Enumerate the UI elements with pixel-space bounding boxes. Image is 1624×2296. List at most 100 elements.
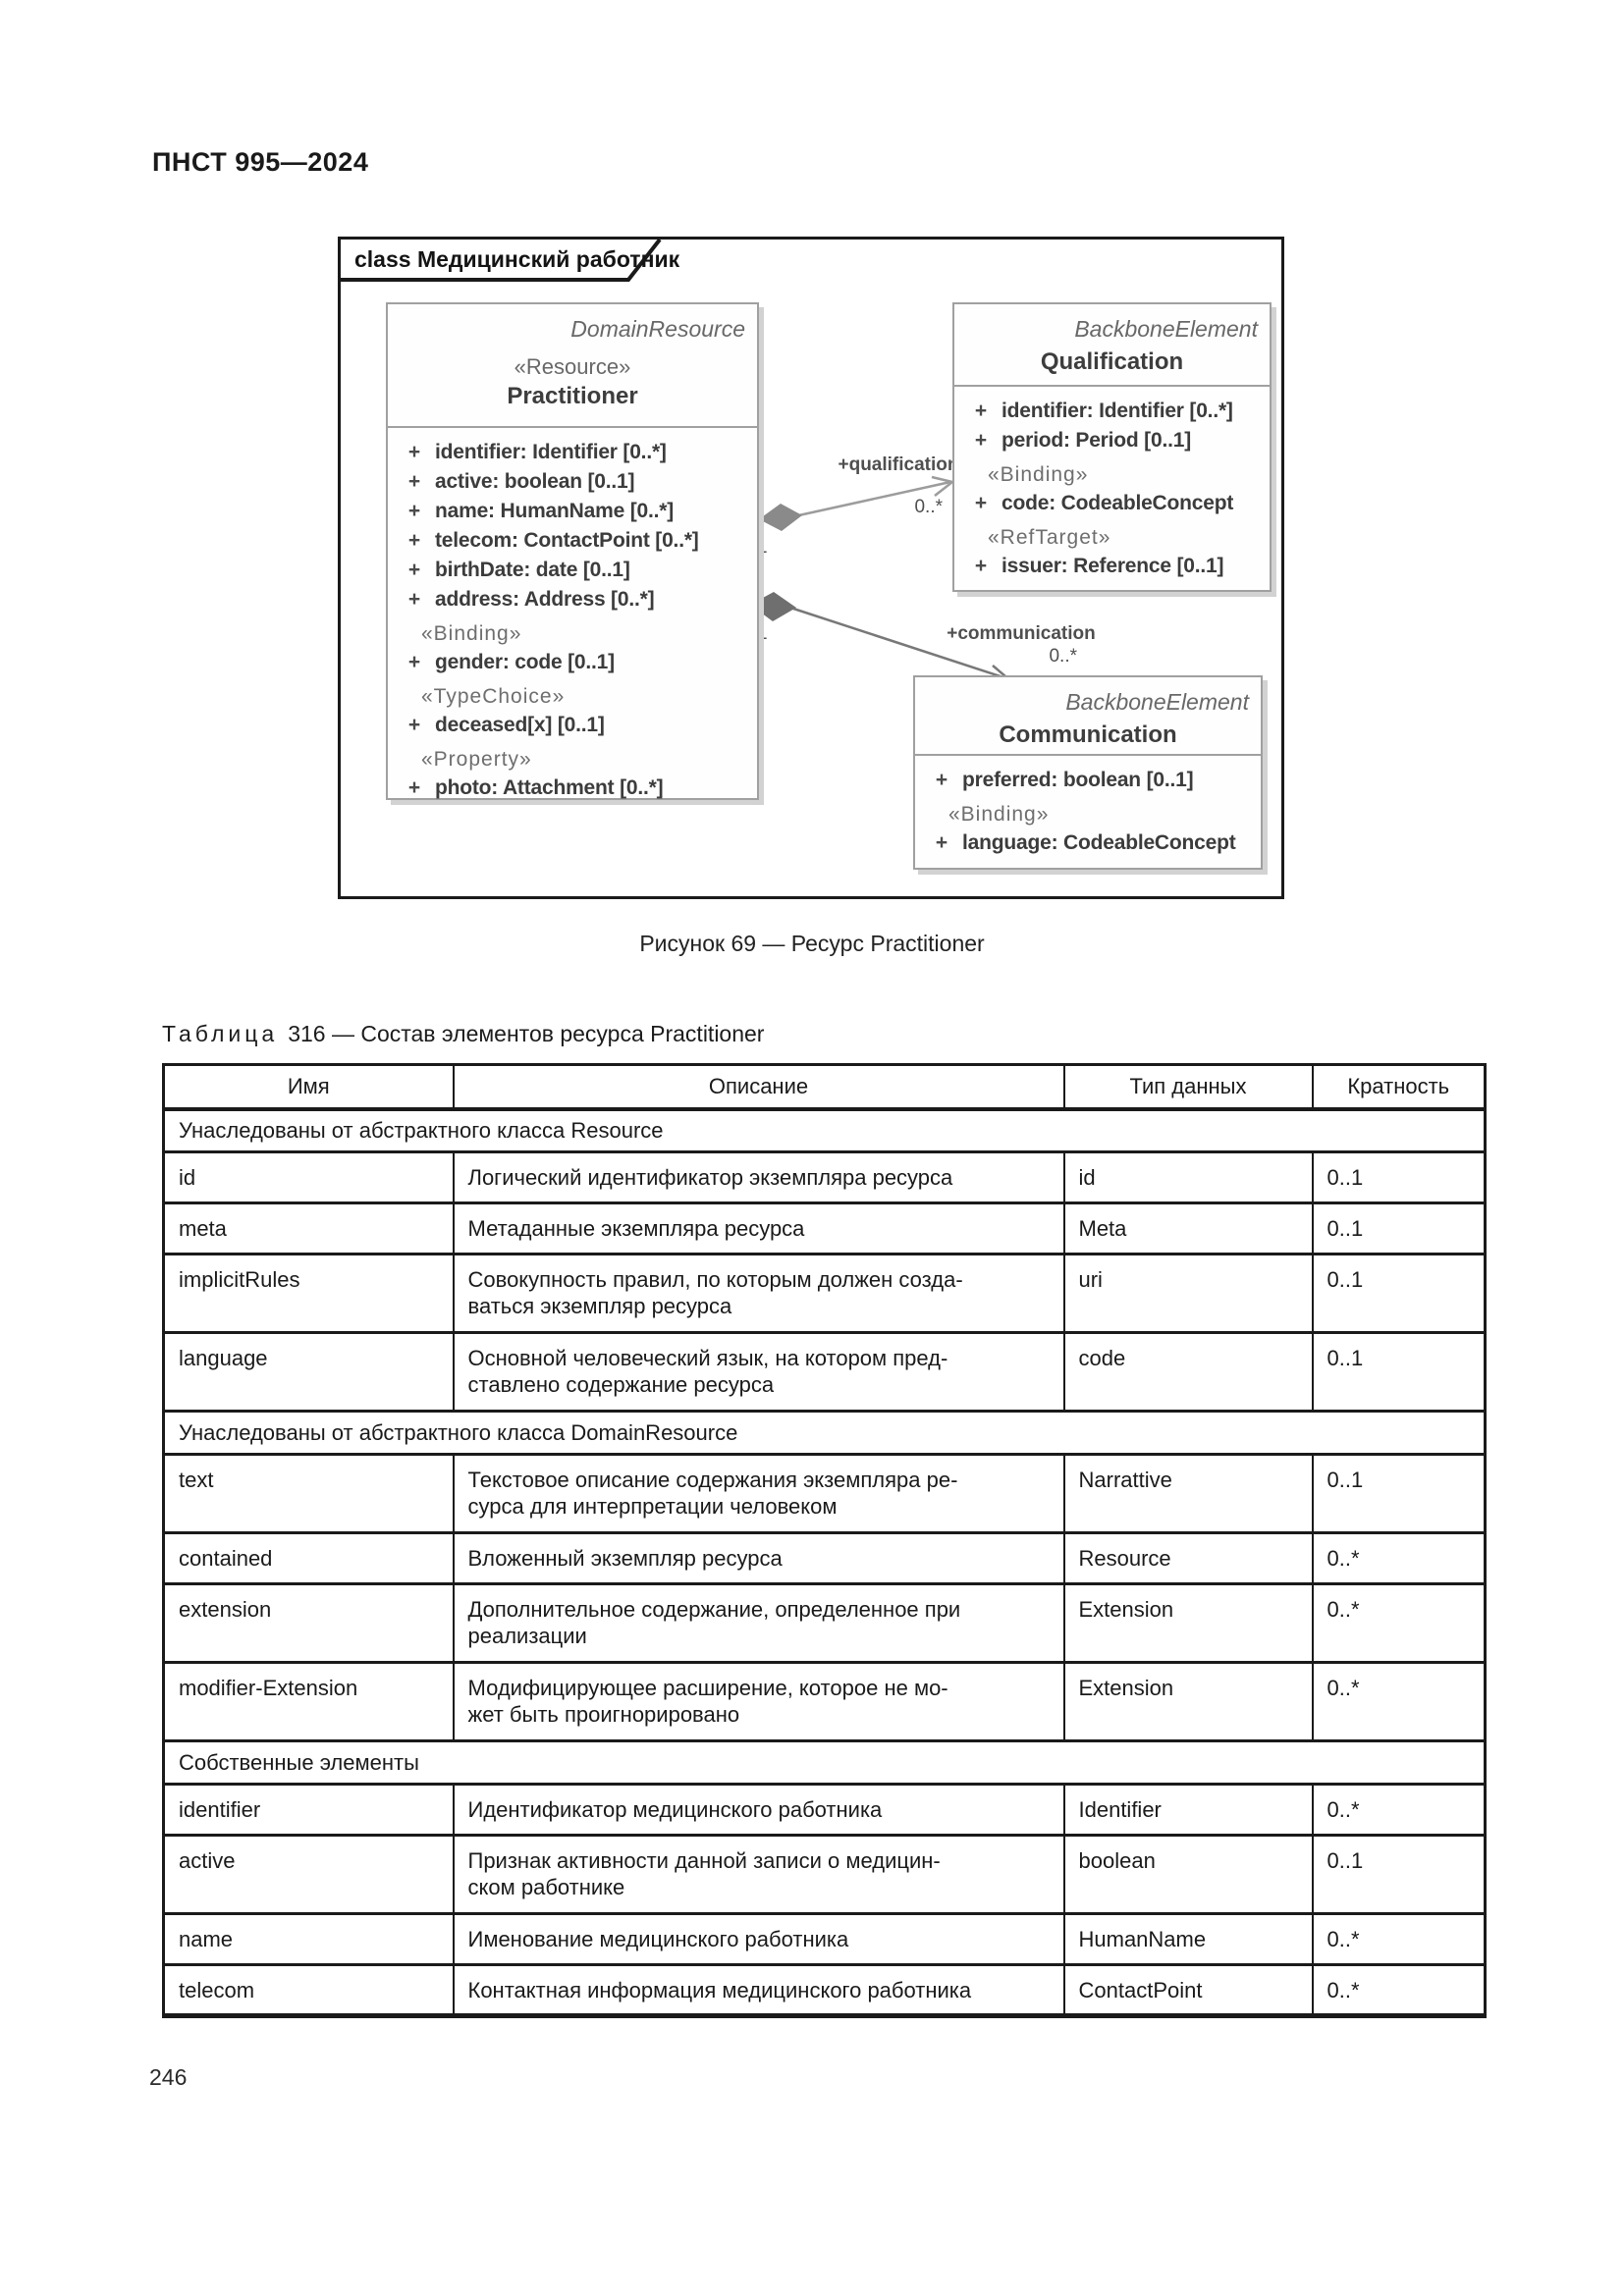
attribute-stereotype: «Binding» <box>988 463 1089 486</box>
uml-class-practitioner: DomainResource «Resource» Practitioner +… <box>386 302 759 800</box>
cell-name: implicitRules <box>163 1253 454 1333</box>
cell-description: Метаданные экземпляра ресурса <box>452 1201 1064 1255</box>
cell-type: HumanName <box>1062 1912 1313 1965</box>
attribute: +period: Period [0..1] <box>974 429 1191 452</box>
attribute-stereotype: «Property» <box>421 748 532 771</box>
cell-type: Extension <box>1062 1582 1313 1663</box>
table-row: language Основной человеческий язык, на … <box>163 1331 1486 1412</box>
class-name: Practitioner <box>507 383 638 409</box>
cell-multiplicity: 0..* <box>1311 1661 1486 1741</box>
class-attributes: +identifier: Identifier [0..*] +active: … <box>388 428 757 803</box>
attribute: +name: HumanName [0..*] <box>407 500 674 522</box>
uml-class-communication: BackboneElement Communication +preferred… <box>913 675 1263 870</box>
attribute-stereotype: «RefTarget» <box>988 526 1111 549</box>
cell-description: Вложенный экземпляр ресурса <box>452 1531 1064 1584</box>
superclass-name: BackboneElement <box>1065 689 1249 715</box>
cell-description: Идентификатор медицинского работника <box>452 1783 1064 1836</box>
cell-type: id <box>1062 1150 1313 1203</box>
cell-multiplicity: 0..* <box>1311 1531 1486 1584</box>
frame-tab-label: class Медицинский работник <box>354 246 680 272</box>
column-header-multiplicity: Кратность <box>1311 1064 1486 1111</box>
attribute: +identifier: Identifier [0..*] <box>407 441 667 463</box>
figure-caption: Рисунок 69 — Ресурс Practitioner <box>639 931 985 956</box>
communication-association-line <box>789 606 1010 681</box>
cell-description: Именование медицинского работника <box>452 1912 1064 1965</box>
class-header: BackboneElement Communication <box>915 677 1261 756</box>
table-row: telecom Контактная информация медицинско… <box>163 1963 1486 2016</box>
cell-type: ContactPoint <box>1062 1963 1313 2016</box>
cell-description: Контактная информация медицинского работ… <box>452 1963 1064 2016</box>
attribute: +telecom: ContactPoint [0..*] <box>407 529 699 552</box>
qualification-association-line <box>793 480 951 518</box>
cell-multiplicity: 0..* <box>1311 1963 1486 2016</box>
document-header: ПНСТ 995—2024 <box>152 147 369 177</box>
table-row: text Текстовое описание содержания экзем… <box>163 1453 1486 1533</box>
cell-multiplicity: 0..1 <box>1311 1201 1486 1255</box>
cell-name: meta <box>163 1201 454 1255</box>
cell-type: code <box>1062 1331 1313 1412</box>
qualification-role-label: +qualification <box>839 454 959 475</box>
table-title: Таблица 316 — Состав элементов ресурса Pr… <box>162 1021 764 1047</box>
attribute: +address: Address [0..*] <box>407 588 655 611</box>
column-header-name: Имя <box>163 1064 454 1111</box>
table-row: contained Вложенный экземпляр ресурса Re… <box>163 1531 1486 1584</box>
table-row: active Признак активности данной записи … <box>163 1834 1486 1914</box>
table-section-row: Унаследованы от абстрактного класса Doma… <box>163 1410 1486 1455</box>
table-title-word: Таблица <box>162 1021 279 1046</box>
attribute-stereotype: «TypeChoice» <box>421 685 566 708</box>
section-label: Собственные элементы <box>163 1739 1486 1785</box>
cell-multiplicity: 0..1 <box>1311 1150 1486 1203</box>
attribute: +deceased[x] [0..1] <box>407 714 605 736</box>
table-row: identifier Идентификатор медицинского ра… <box>163 1783 1486 1836</box>
cell-type: Meta <box>1062 1201 1313 1255</box>
cell-description: Совокупность правил, по которым должен с… <box>452 1253 1064 1333</box>
cell-type: Narrattive <box>1062 1453 1313 1533</box>
class-header: BackboneElement Qualification <box>954 304 1270 387</box>
attribute-stereotype: «Binding» <box>421 622 522 645</box>
table-row: modifier-Extension Модифицирующее расшир… <box>163 1661 1486 1741</box>
superclass-name: DomainResource <box>570 316 745 342</box>
class-stereotype: «Resource» <box>514 354 631 379</box>
attribute: +issuer: Reference [0..1] <box>974 555 1224 577</box>
uml-class-qualification: BackboneElement Qualification +identifie… <box>952 302 1272 592</box>
cell-name: text <box>163 1453 454 1533</box>
cell-description: Текстовое описание содержания экземпляра… <box>452 1453 1064 1533</box>
page-number: 246 <box>149 2064 188 2090</box>
section-label: Унаследованы от абстрактного класса Reso… <box>163 1107 1486 1152</box>
attribute: +birthDate: date [0..1] <box>407 559 630 581</box>
cell-name: telecom <box>163 1963 454 2016</box>
cell-multiplicity: 0..1 <box>1311 1253 1486 1333</box>
qualification-multiplicity: 0..* <box>914 497 943 517</box>
table-header-row: Имя Описание Тип данных Кратность <box>163 1064 1486 1111</box>
cell-name: contained <box>163 1531 454 1584</box>
class-attributes: +identifier: Identifier [0..*] +period: … <box>954 387 1270 581</box>
cell-multiplicity: 0..1 <box>1311 1834 1486 1914</box>
cell-description: Логический идентификатор экземпляра ресу… <box>452 1150 1064 1203</box>
table-row: meta Метаданные экземпляра ресурса Meta … <box>163 1201 1486 1255</box>
composition-diamond-icon <box>759 504 802 531</box>
class-header: DomainResource «Resource» Practitioner <box>388 304 757 428</box>
cell-name: identifier <box>163 1783 454 1836</box>
cell-name: active <box>163 1834 454 1914</box>
uml-diagram-frame: class Медицинский работник +qualificatio… <box>338 237 1284 899</box>
cell-type: Resource <box>1062 1531 1313 1584</box>
cell-type: Identifier <box>1062 1783 1313 1836</box>
class-attributes: +preferred: boolean [0..1] «Binding» +la… <box>915 756 1261 858</box>
attribute: +preferred: boolean [0..1] <box>935 769 1194 791</box>
cell-multiplicity: 0..* <box>1311 1582 1486 1663</box>
open-arrowhead-icon <box>931 475 955 497</box>
cell-description: Дополнительное содержание, определенное … <box>452 1582 1064 1663</box>
cell-description: Признак активности данной записи о медиц… <box>452 1834 1064 1914</box>
table-row: implicitRules Совокупность правил, по ко… <box>163 1253 1486 1333</box>
elements-table: Имя Описание Тип данных Кратность Унасле… <box>162 1063 1487 2018</box>
table-row: name Именование медицинского работника H… <box>163 1912 1486 1965</box>
section-label: Унаследованы от абстрактного класса Doma… <box>163 1410 1486 1455</box>
attribute-stereotype: «Binding» <box>948 803 1050 826</box>
cell-multiplicity: 0..* <box>1311 1912 1486 1965</box>
cell-name: modifier-Extension <box>163 1661 454 1741</box>
cell-name: language <box>163 1331 454 1412</box>
superclass-name: BackboneElement <box>1074 316 1258 342</box>
table-title-rest: 316 — Состав элементов ресурса Practitio… <box>288 1021 765 1046</box>
cell-name: name <box>163 1912 454 1965</box>
class-name: Qualification <box>1040 348 1184 375</box>
